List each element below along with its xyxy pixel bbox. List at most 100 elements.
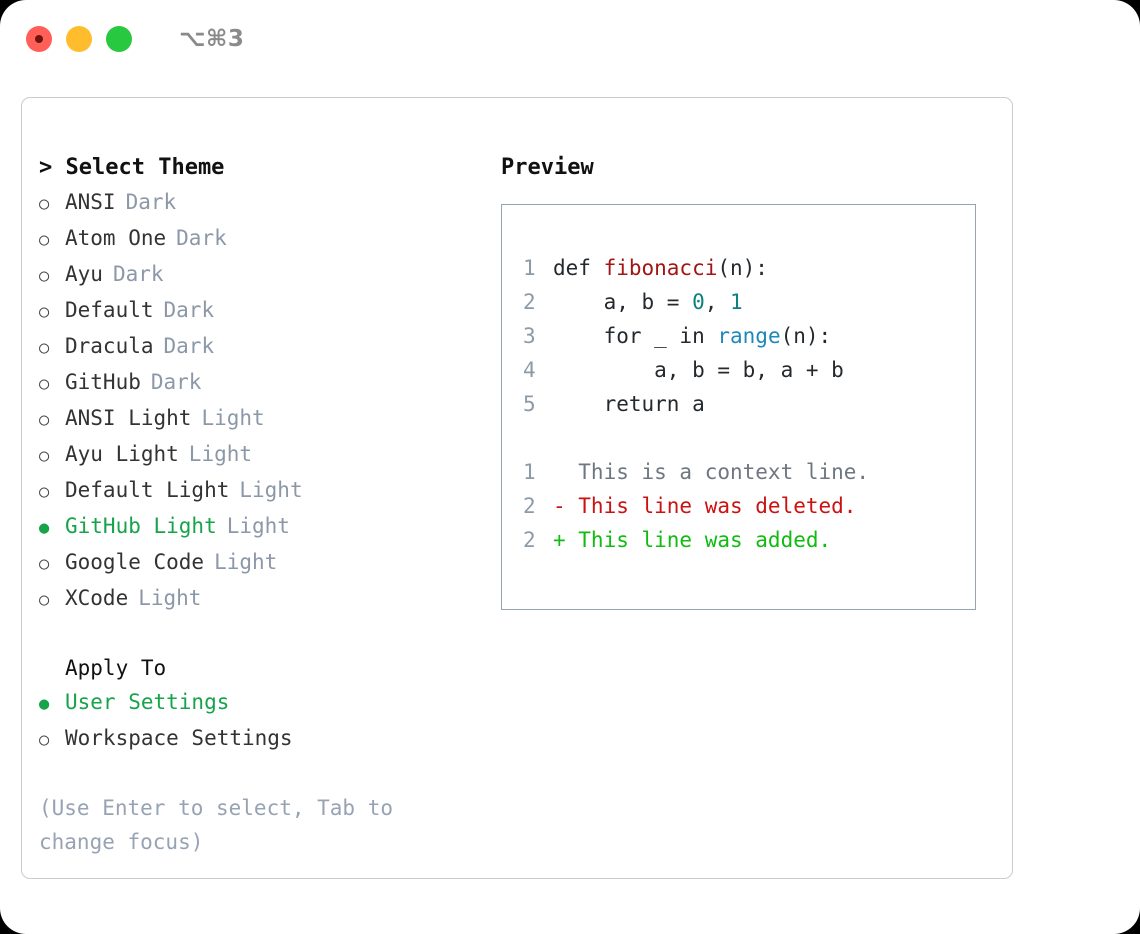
page-title: > Select Theme <box>39 155 225 180</box>
theme-option-google-code[interactable]: ○ Google Code Light <box>39 545 489 581</box>
code-token: 0 <box>692 290 705 314</box>
minimize-button[interactable] <box>66 26 92 52</box>
radio-unselected-icon: ○ <box>39 230 50 250</box>
diff-sample: 1 This is a context line. 2 - This line wa… <box>523 455 975 557</box>
theme-variant-badge: Light <box>239 478 303 502</box>
apply-to-list: ● User Settings ○ Workspace Settings <box>39 685 489 757</box>
traffic-lights <box>26 26 146 52</box>
radio-unselected-icon: ○ <box>39 730 50 750</box>
theme-variant-badge: Light <box>138 586 202 610</box>
code-token: for _ in <box>553 324 718 348</box>
code-line-text: for _ in range(n): <box>553 319 832 353</box>
line-number: 1 <box>523 460 536 484</box>
radio-selected-icon: ● <box>39 694 50 714</box>
line-number: 2 <box>523 494 536 518</box>
keyboard-shortcut-label: ⌥⌘3 <box>179 26 245 52</box>
diff-line-text: + This line was added. <box>553 523 831 557</box>
zoom-button[interactable] <box>106 26 132 52</box>
code-line-text: a, b = 0, 1 <box>553 285 743 319</box>
theme-option-label: GitHub Light <box>65 514 217 538</box>
close-button[interactable] <box>26 26 52 52</box>
diff-line: 2 + This line was added. <box>523 523 975 557</box>
keyboard-hint: (Use Enter to select, Tab to change focu… <box>39 796 394 854</box>
theme-variant-badge: Light <box>201 406 265 430</box>
apply-to-option-label: Workspace Settings <box>65 726 293 750</box>
theme-option-label: Atom One <box>65 226 167 250</box>
diff-line: 1 This is a context line. <box>523 455 975 489</box>
theme-variant-badge: Dark <box>125 190 177 214</box>
spacer <box>39 617 489 651</box>
line-number: 2 <box>523 528 536 552</box>
diff-line: 2 - This line was deleted. <box>523 489 975 523</box>
code-line-text: return a <box>553 387 705 421</box>
radio-unselected-icon: ○ <box>39 446 50 466</box>
theme-option-label: Default Light <box>65 478 230 502</box>
theme-option-label: ANSI <box>65 190 116 214</box>
line-number: 3 <box>523 324 536 348</box>
line-number: 5 <box>523 392 536 416</box>
theme-variant-badge: Light <box>214 550 278 574</box>
title-bar: ⌥⌘3 <box>0 0 1140 78</box>
code-token: a, b = <box>553 290 693 314</box>
code-line-text: a, b = b, a + b <box>553 353 844 387</box>
code-token: return a <box>553 392 705 416</box>
code-token: , <box>704 290 731 314</box>
radio-unselected-icon: ○ <box>39 554 50 574</box>
theme-variant-badge: Dark <box>176 226 227 250</box>
code-line: 2 a, b = 0, 1 <box>523 285 975 319</box>
radio-unselected-icon: ○ <box>39 302 50 322</box>
code-token: def <box>553 256 604 280</box>
radio-unselected-icon: ○ <box>39 590 50 610</box>
theme-variant-badge: Dark <box>163 298 215 322</box>
code-token: (n): <box>717 256 768 280</box>
apply-to-option-user-settings[interactable]: ● User Settings <box>39 685 489 721</box>
code-token: 1 <box>730 290 743 314</box>
code-line: 3 for _ in range(n): <box>523 319 975 353</box>
apply-to-option-workspace-settings[interactable]: ○ Workspace Settings <box>39 721 489 757</box>
theme-option-label: Ayu <box>65 262 103 286</box>
radio-unselected-icon: ○ <box>39 410 50 430</box>
code-line: 5 return a <box>523 387 975 421</box>
theme-option-label: GitHub <box>65 370 141 394</box>
code-token: + This line was added. <box>553 528 832 552</box>
theme-variant-badge: Light <box>188 442 253 466</box>
theme-option-label: Dracula <box>65 334 154 358</box>
theme-option-atom-one[interactable]: ○ Atom One Dark <box>39 221 489 257</box>
theme-variant-badge: Dark <box>163 334 215 358</box>
diff-line-text: - This line was deleted. <box>553 489 856 523</box>
radio-selected-icon: ● <box>39 518 50 538</box>
theme-variant-badge: Light <box>226 514 290 538</box>
code-token: fibonacci <box>603 256 718 280</box>
theme-option-dracula[interactable]: ○ Dracula Dark <box>39 329 489 365</box>
code-line: 1 def fibonacci(n): <box>523 251 975 285</box>
theme-option-github-light[interactable]: ● GitHub Light Light <box>39 509 489 545</box>
theme-option-label: Google Code <box>65 550 205 574</box>
apply-to-option-label: User Settings <box>65 690 230 714</box>
radio-unselected-icon: ○ <box>39 338 50 358</box>
code-token: a, b = b, a + b <box>553 358 844 382</box>
radio-unselected-icon: ○ <box>39 482 50 502</box>
code-token: (n): <box>780 324 832 348</box>
code-line: 4 a, b = b, a + b <box>523 353 975 387</box>
apply-to-heading: Apply To <box>65 656 167 680</box>
line-number: 1 <box>523 256 536 280</box>
radio-unselected-icon: ○ <box>39 266 50 286</box>
diff-line-text: This is a context line. <box>553 455 869 489</box>
spacer <box>523 421 975 455</box>
code-line-text: def fibonacci(n): <box>553 251 768 285</box>
theme-option-default-light[interactable]: ○ Default Light Light <box>39 473 489 509</box>
